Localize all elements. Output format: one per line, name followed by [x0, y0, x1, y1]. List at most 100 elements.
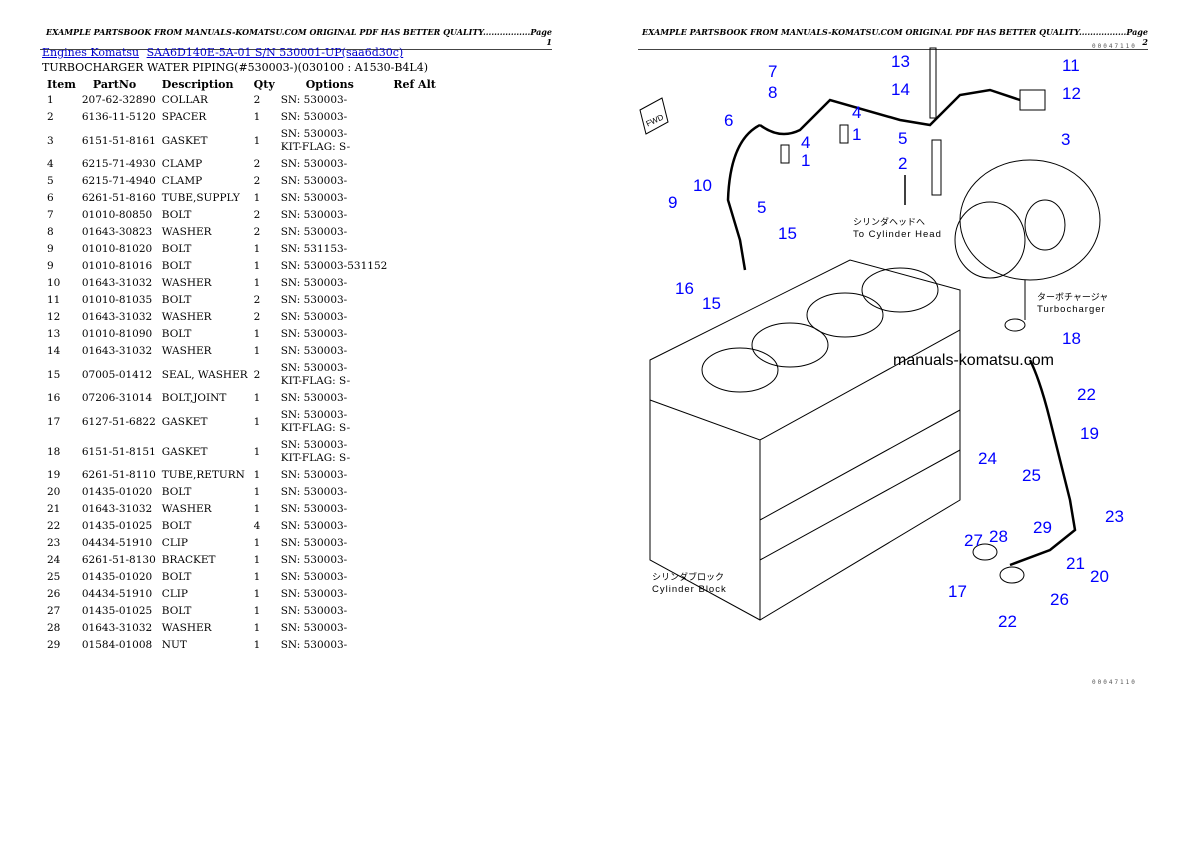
item-cell: 21 — [47, 503, 61, 515]
description-cell: BOLT — [161, 260, 192, 272]
item-cell: 19 — [47, 469, 61, 481]
header-description: Description — [161, 77, 234, 91]
description-cell: BOLT — [161, 209, 192, 221]
option-line: SN: 530003- — [280, 345, 348, 357]
description-cell: GASKET — [161, 415, 208, 428]
ref-alt-cell — [390, 224, 439, 241]
options-cell: SN: 530003- — [278, 535, 391, 552]
ref-alt-cell — [390, 360, 439, 390]
callout-4: 4 — [852, 103, 861, 122]
options-cell: SN: 530003- — [278, 390, 391, 407]
options-cell: SN: 530003- — [278, 309, 391, 326]
item-cell: 14 — [47, 345, 61, 357]
item-cell: 1 — [47, 94, 54, 106]
partno-cell: 6261-51-8130 — [81, 554, 156, 566]
description-cell: BRACKET — [161, 554, 216, 566]
callout-1: 1 — [801, 151, 810, 170]
qty-cell: 1 — [253, 345, 261, 357]
option-line: SN: 530003- — [280, 362, 348, 374]
option-line: SN: 530003- — [280, 571, 348, 583]
qty-cell: 1 — [253, 639, 261, 651]
qty-cell: 1 — [253, 537, 261, 549]
description-cell: BOLT — [161, 520, 192, 532]
ref-alt-cell — [390, 258, 439, 275]
ref-alt-cell — [390, 407, 439, 437]
supply-tube — [759, 88, 1021, 136]
item-cell: 23 — [47, 537, 61, 549]
options-cell: SN: 530003- — [278, 467, 391, 484]
option-line: SN: 530003- — [280, 503, 348, 515]
callout-17: 17 — [948, 582, 967, 601]
description-cell: CLAMP — [161, 158, 203, 170]
partno-cell: 207-62-32890 — [81, 94, 156, 106]
description-cell: CLIP — [161, 537, 189, 549]
options-cell: SN: 530003- — [278, 326, 391, 343]
page1-header: EXAMPLE PARTSBOOK FROM MANUALS-KOMATSU.C… — [40, 27, 552, 50]
callout-5: 5 — [898, 129, 907, 148]
ref-alt-cell — [390, 92, 439, 109]
ref-alt-cell — [390, 173, 439, 190]
partno-cell: 07206-31014 — [81, 392, 153, 404]
callout-1: 1 — [852, 125, 861, 144]
qty-cell: 1 — [253, 622, 261, 634]
callout-20: 20 — [1090, 567, 1109, 586]
qty-cell: 1 — [253, 469, 261, 481]
options-cell: SN: 530003- — [278, 586, 391, 603]
option-line: SN: 530003- — [280, 439, 348, 451]
options-cell: SN: 530003- — [278, 156, 391, 173]
item-cell: 17 — [47, 415, 61, 428]
ref-alt-cell — [390, 586, 439, 603]
callout-29: 29 — [1033, 518, 1052, 537]
description-cell: SEAL, WASHER — [161, 368, 248, 381]
options-cell: SN: 530003- — [278, 207, 391, 224]
qty-cell: 1 — [253, 192, 261, 204]
qty-cell: 2 — [253, 368, 261, 381]
item-cell: 13 — [47, 328, 61, 340]
callout-11: 11 — [1062, 56, 1080, 75]
description-cell: WASHER — [161, 277, 212, 289]
option-line: SN: 530003- — [280, 158, 348, 170]
ref-alt-cell — [390, 437, 439, 467]
item-cell: 7 — [47, 209, 54, 221]
breadcrumb-link-model[interactable]: SAA6D140E-5A-01 S/N 530001-UP(saa6d30c) — [146, 46, 404, 59]
option-line: SN: 530003- — [280, 311, 348, 323]
options-cell: SN: 530003- — [278, 109, 391, 126]
ref-alt-cell — [390, 501, 439, 518]
ref-alt-cell — [390, 467, 439, 484]
callout-26: 26 — [1050, 590, 1069, 609]
header-options: Options — [305, 77, 354, 91]
breadcrumb-link-engines[interactable]: Engines Komatsu — [42, 46, 140, 59]
option-line: SN: 530003- — [280, 486, 348, 498]
option-line: KIT-FLAG: S- — [280, 141, 351, 153]
ref-alt-cell — [390, 292, 439, 309]
options-cell: SN: 530003- — [278, 569, 391, 586]
callout-18: 18 — [1062, 329, 1081, 348]
callout-15: 15 — [702, 294, 721, 313]
qty-cell: 1 — [253, 328, 261, 340]
qty-cell: 1 — [253, 554, 261, 566]
option-line: SN: 530003- — [280, 226, 348, 238]
description-cell: BOLT — [161, 294, 192, 306]
partno-cell: 01643-30823 — [81, 226, 153, 238]
partno-cell: 01643-31032 — [81, 503, 153, 515]
qty-cell: 1 — [253, 243, 261, 255]
qty-cell: 4 — [253, 520, 261, 532]
header-item: Item — [47, 77, 76, 91]
qty-cell: 2 — [253, 294, 261, 306]
option-line: SN: 530003- — [280, 554, 348, 566]
item-cell: 28 — [47, 622, 61, 634]
options-cell: SN: 530003- — [278, 173, 391, 190]
callout-12: 12 — [1062, 84, 1081, 103]
options-cell: SN: 530003- — [278, 224, 391, 241]
ref-alt-cell — [390, 484, 439, 501]
item-cell: 26 — [47, 588, 61, 600]
